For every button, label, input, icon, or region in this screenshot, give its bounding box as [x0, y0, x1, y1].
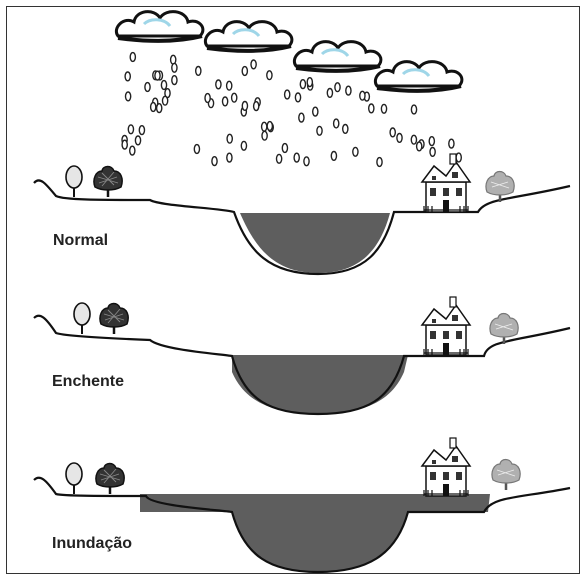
raindrop-icon: [317, 126, 322, 135]
raindrop-icon: [223, 97, 228, 106]
raindrop-icon: [449, 139, 454, 148]
raindrop-icon: [194, 145, 199, 154]
raindrop-icon: [145, 83, 150, 92]
raindrop-icon: [390, 128, 395, 137]
raindrop-icon: [353, 147, 358, 156]
raindrop-icon: [369, 104, 374, 113]
house-icon: [422, 297, 470, 355]
raindrop-icon: [277, 154, 282, 163]
raindrop-icon: [411, 105, 416, 114]
raindrop-icon: [128, 125, 133, 134]
tree-icon: [66, 463, 82, 494]
raindrop-icon: [397, 134, 402, 143]
raindrop-icon: [377, 158, 382, 167]
raindrop-icon: [212, 157, 217, 166]
raindrop-icon: [267, 71, 272, 80]
scene-label-inundacao: Inundação: [52, 535, 132, 553]
raindrop-icon: [334, 119, 339, 128]
raindrop-icon: [313, 107, 318, 116]
raindrop-icon: [130, 146, 135, 155]
scene-label-enchente: Enchente: [52, 373, 124, 391]
house-icon: [422, 154, 470, 212]
raindrop-icon: [196, 67, 201, 76]
rain-cloud-icon: [116, 12, 203, 41]
raindrop-icon: [331, 152, 336, 161]
tree-icon: [96, 464, 124, 495]
tree-icon: [74, 303, 90, 334]
rain-cloud-icon: [294, 42, 381, 71]
raindrop-icon: [172, 63, 177, 72]
rain-clouds: [116, 12, 462, 91]
raindrop-icon: [282, 144, 287, 153]
raindrop-icon: [251, 60, 256, 69]
raindrop-icon: [304, 157, 309, 166]
raindrop-icon: [242, 102, 247, 111]
raindrop-icon: [262, 131, 267, 140]
rain-cloud-icon: [205, 22, 292, 51]
raindrop-icon: [151, 103, 156, 112]
scene-enchente: [34, 297, 570, 414]
raindrop-icon: [346, 86, 351, 95]
raindrop-icon: [254, 102, 259, 111]
raindrop-icon: [227, 153, 232, 162]
rain-cloud-icon: [375, 62, 462, 91]
raindrop-icon: [216, 80, 221, 89]
raindrop-icon: [360, 91, 365, 100]
tree-icon: [492, 460, 520, 491]
raindrop-icon: [135, 136, 140, 145]
raindrop-icon: [327, 89, 332, 98]
raindrop-icon: [456, 153, 461, 162]
raindrop-icon: [130, 53, 135, 62]
raindrop-icon: [299, 113, 304, 122]
raindrop-icon: [161, 81, 166, 90]
raindrop-icon: [172, 76, 177, 85]
raindrop-icon: [381, 104, 386, 113]
raindrop-icon: [411, 135, 416, 144]
raindrop-icon: [417, 142, 422, 151]
raindrop-icon: [241, 141, 246, 150]
raindrop-icon: [227, 81, 232, 90]
raindrop-icon: [205, 94, 210, 103]
raindrop-icon: [295, 93, 300, 102]
raindrop-icon: [343, 124, 348, 133]
tree-icon: [100, 304, 128, 335]
raindrop-icon: [125, 72, 130, 81]
tree-icon: [94, 167, 122, 198]
tree-icon: [66, 166, 82, 197]
raindrop-icon: [294, 153, 299, 162]
raindrop-icon: [262, 122, 267, 131]
raindrop-icon: [335, 83, 340, 92]
raindrop-icon: [227, 134, 232, 143]
scene-normal: [34, 154, 570, 274]
house-icon: [422, 438, 470, 496]
raindrop-icon: [232, 93, 237, 102]
scene-label-normal: Normal: [53, 232, 108, 250]
raindrop-icon: [139, 126, 144, 135]
raindrop-icon: [122, 140, 127, 149]
raindrop-icon: [155, 71, 160, 80]
raindrop-icon: [242, 67, 247, 76]
raindrop-icon: [285, 90, 290, 99]
raindrop-icon: [300, 80, 305, 89]
raindrop-icon: [163, 96, 168, 105]
raindrop-icon: [307, 78, 312, 87]
raindrop-icon: [429, 137, 434, 146]
raindrop-icon: [267, 122, 272, 131]
raindrop-icon: [126, 92, 131, 101]
raindrop-icon: [430, 148, 435, 157]
